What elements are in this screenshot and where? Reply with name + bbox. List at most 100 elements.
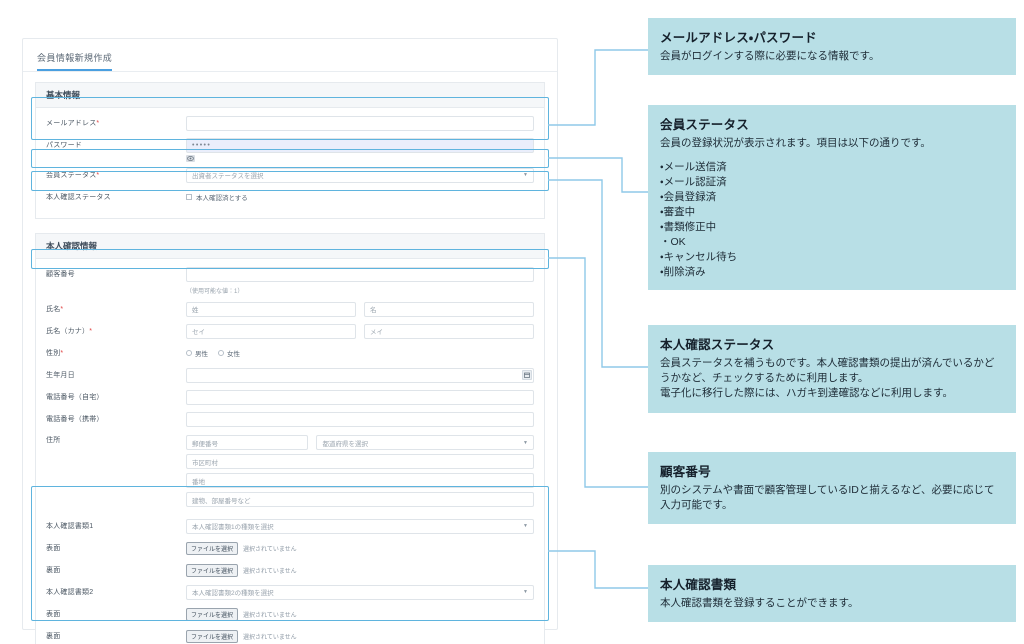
annotation-title: 顧客番号 xyxy=(660,465,711,479)
annotation-body: 別のシステムや書面で顧客管理しているIDと揃えるなど、必要に応じて入力可能です。 xyxy=(660,484,995,512)
first-name-kana-input[interactable]: メイ xyxy=(364,323,534,339)
gender-radio-male[interactable]: 男性 xyxy=(186,348,208,358)
row-birthdate: 生年月日 xyxy=(36,364,544,386)
list-item: ・審査中 xyxy=(660,205,696,218)
annotation-identity-documents: 本人確認書類 本人確認書類を登録することができます。 xyxy=(648,565,1016,623)
password-input[interactable]: ••••• xyxy=(186,137,534,153)
row-identity-status: 本人確認ステータス 本人確認済とする xyxy=(36,186,544,208)
row-document2-back: 裏面 ファイルを選択 選択されていません xyxy=(36,625,544,644)
last-name-input[interactable]: 姓 xyxy=(186,301,356,317)
field-document1-type: 本人確認書類1の種類を選択 ▼ xyxy=(186,518,534,534)
gender-radio-female[interactable]: 女性 xyxy=(218,348,240,358)
section-identity-info-body: 顧客番号 （使用可能な値：1） 氏名* 姓 名 xyxy=(36,259,544,644)
field-identity-status: 本人確認済とする xyxy=(186,192,534,202)
field-customer-number xyxy=(186,266,534,282)
chevron-down-icon: ▼ xyxy=(523,172,528,178)
connector-identity-status xyxy=(548,179,648,368)
label-document1-front: 表面 xyxy=(46,545,61,552)
row-address: 住所 郵便番号 都道府県を選択 ▼ 市区町村 番地 xyxy=(36,430,544,509)
chevron-down-icon: ▼ xyxy=(523,439,528,446)
last-name-kana-input[interactable]: セイ xyxy=(186,323,356,339)
document2-type-select[interactable]: 本人確認書類2の種類を選択 ▼ xyxy=(186,584,534,600)
document1-back-file-button[interactable]: ファイルを選択 xyxy=(186,563,239,577)
list-item: ・キャンセル待ち xyxy=(660,250,738,263)
label-document2-front: 表面 xyxy=(46,611,61,618)
label-name-kana: 氏名（カナ）* xyxy=(46,328,93,335)
birthdate-input[interactable] xyxy=(186,367,534,383)
annotation-member-status: 会員ステータス 会員の登録状況が表示されます。項目は以下の通りです。 ・メール送… xyxy=(648,105,1016,291)
phone-home-input[interactable] xyxy=(186,389,534,405)
annotation-status-list: ・メール送信済 ・メール認証済 ・会員登録済 ・審査中 ・書類修正中 ・OK ・… xyxy=(660,160,1004,279)
address-city-input[interactable]: 市区町村 xyxy=(186,454,534,469)
document1-type-value: 本人確認書類1の種類を選択 xyxy=(192,524,274,531)
document2-front-file-status: 選択されていません xyxy=(243,612,297,619)
document1-front-file-status: 選択されていません xyxy=(243,546,297,553)
address-building-input[interactable]: 建物、部屋番号など xyxy=(186,492,534,507)
member-status-select[interactable]: 出資者ステータスを選択 ▼ xyxy=(186,167,534,183)
label-address: 住所 xyxy=(46,437,61,444)
section-identity-info: 本人確認情報 顧客番号 （使用可能な値：1） 氏名* 姓 名 xyxy=(35,233,545,644)
list-item: ・OK xyxy=(660,235,686,248)
document1-type-select[interactable]: 本人確認書類1の種類を選択 ▼ xyxy=(186,518,534,534)
section-basic-info-heading: 基本情報 xyxy=(36,83,544,108)
chevron-down-icon: ▼ xyxy=(523,589,528,595)
required-mark: * xyxy=(89,328,93,335)
identity-verified-checkbox[interactable]: 本人確認済とする xyxy=(186,192,248,202)
first-name-input[interactable]: 名 xyxy=(364,301,534,317)
annotation-identity-status: 本人確認ステータス 会員ステータスを補うものです。本人確認書類の提出が済んでいる… xyxy=(648,325,1016,413)
member-form-panel: 会員情報新規作成 基本情報 メールアドレス* パスワード ••••• xyxy=(22,38,558,644)
address-street-input[interactable]: 番地 xyxy=(186,473,534,488)
calendar-icon[interactable] xyxy=(522,370,532,380)
chevron-down-icon: ▼ xyxy=(523,523,528,529)
address-prefecture-value: 都道府県を選択 xyxy=(322,440,368,448)
phone-mobile-input[interactable] xyxy=(186,411,534,427)
annotation-body: 会員ステータスを補うものです。本人確認書類の提出が済んでいるかどうかなど、チェッ… xyxy=(660,357,995,400)
annotation-title: メールアドレス・パスワード xyxy=(660,31,817,45)
annotation-email-password: メールアドレス・パスワード 会員がログインする際に必要になる情報です。 xyxy=(648,18,1016,76)
label-member-status: 会員ステータス* xyxy=(46,172,100,179)
required-mark: * xyxy=(60,350,64,357)
list-item: ・メール認証済 xyxy=(660,176,727,189)
document2-back-file-button[interactable]: ファイルを選択 xyxy=(186,629,239,643)
row-member-status: 会員ステータス* 出資者ステータスを選択 ▼ xyxy=(36,164,544,186)
label-customer-number: 顧客番号 xyxy=(46,271,75,278)
connector-member-status xyxy=(548,157,648,193)
annotation-customer-number: 顧客番号 別のシステムや書面で顧客管理しているIDと揃えるなど、必要に応じて入力… xyxy=(648,452,1016,525)
list-item: ・書類修正中 xyxy=(660,220,717,233)
field-phone-mobile xyxy=(186,411,534,427)
address-prefecture-select[interactable]: 都道府県を選択 ▼ xyxy=(316,435,534,450)
annotation-title: 本人確認書類 xyxy=(660,578,737,592)
annotation-body: 会員がログインする際に必要になる情報です。 xyxy=(660,50,880,62)
label-phone-home: 電話番号（自宅） xyxy=(46,394,104,401)
field-password: ••••• xyxy=(186,137,534,162)
label-gender: 性別* xyxy=(46,350,64,357)
field-birthdate xyxy=(186,367,534,383)
customer-number-input[interactable] xyxy=(186,266,534,282)
field-document2-front: ファイルを選択 選択されていません xyxy=(186,607,534,621)
document1-front-file-button[interactable]: ファイルを選択 xyxy=(186,541,239,555)
label-name: 氏名* xyxy=(46,306,64,313)
address-zip-input[interactable]: 郵便番号 xyxy=(186,435,309,450)
annotation-body: 本人確認書類を登録することができます。 xyxy=(660,597,859,609)
email-input[interactable] xyxy=(186,115,534,131)
section-identity-info-heading: 本人確認情報 xyxy=(36,234,544,259)
gender-radio-male-label: 男性 xyxy=(195,351,208,358)
section-basic-info: 基本情報 メールアドレス* パスワード ••••• xyxy=(35,82,545,219)
document1-back-file-status: 選択されていません xyxy=(243,568,297,575)
identity-verified-checkbox-label: 本人確認済とする xyxy=(196,195,248,202)
section-basic-info-body: メールアドレス* パスワード ••••• 会員ステータス* xyxy=(36,108,544,218)
label-password: パスワード xyxy=(46,142,82,149)
document2-type-value: 本人確認書類2の種類を選択 xyxy=(192,590,274,597)
document2-front-file-button[interactable]: ファイルを選択 xyxy=(186,607,239,621)
connector-email-password xyxy=(548,49,648,126)
label-document1-back: 裏面 xyxy=(46,567,61,574)
list-item: ・会員登録済 xyxy=(660,191,717,204)
field-document2-type: 本人確認書類2の種類を選択 ▼ xyxy=(186,584,534,600)
radio-circle-icon xyxy=(218,350,224,356)
row-phone-home: 電話番号（自宅） xyxy=(36,386,544,408)
password-visibility-toggle-icon[interactable] xyxy=(186,154,195,162)
list-item: ・メール送信済 xyxy=(660,161,727,174)
row-document2-type: 本人確認書類2 本人確認書類2の種類を選択 ▼ xyxy=(36,581,544,603)
row-document1-type: 本人確認書類1 本人確認書類1の種類を選択 ▼ xyxy=(36,515,544,537)
field-document2-back: ファイルを選択 選択されていません xyxy=(186,629,534,643)
